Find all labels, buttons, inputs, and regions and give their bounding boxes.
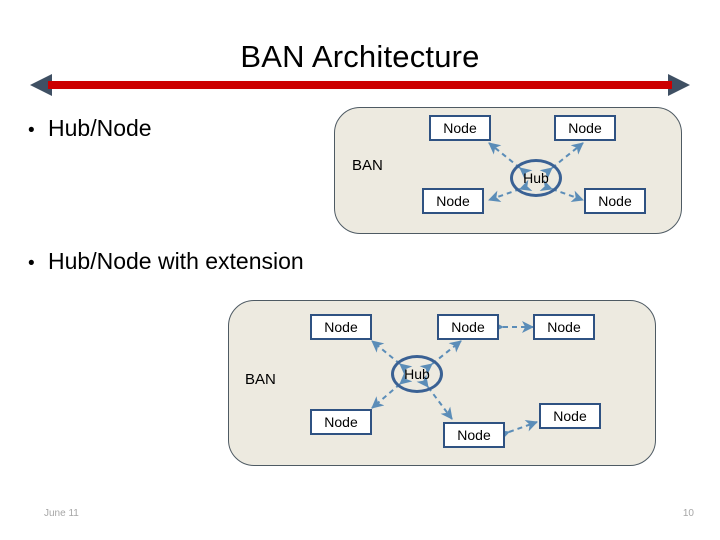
node-box[interactable]: Node [429, 115, 491, 141]
bullet-item-hub-node: • Hub/Node [28, 114, 152, 145]
footer-date: June 11 [44, 508, 79, 519]
bullet-marker: • [28, 253, 35, 274]
node-box[interactable]: Node [443, 422, 505, 448]
node-box[interactable]: Node [437, 314, 499, 340]
bullet-label: Hub/Node [48, 115, 152, 141]
ban-container-diagram-1 [334, 107, 682, 234]
ban-label-diagram-1: BAN [352, 157, 383, 174]
node-box[interactable]: Node [310, 409, 372, 435]
page-title: BAN Architecture [240, 39, 480, 74]
hub-node[interactable]: Hub [391, 355, 443, 393]
bullet-item-hub-node-extension: • Hub/Node with extension [28, 247, 304, 278]
node-box[interactable]: Node [533, 314, 595, 340]
divider-arrow-icon [30, 74, 690, 96]
hub-node[interactable]: Hub [510, 159, 562, 197]
node-box[interactable]: Node [539, 403, 601, 429]
node-box[interactable]: Node [310, 314, 372, 340]
bullet-marker: • [28, 120, 35, 141]
node-box[interactable]: Node [554, 115, 616, 141]
ban-label-diagram-2: BAN [245, 371, 276, 388]
divider-double-arrow [30, 72, 690, 98]
footer-page-number: 10 [682, 508, 694, 519]
node-box[interactable]: Node [422, 188, 484, 214]
bullet-label: Hub/Node with extension [48, 248, 304, 274]
node-box[interactable]: Node [584, 188, 646, 214]
